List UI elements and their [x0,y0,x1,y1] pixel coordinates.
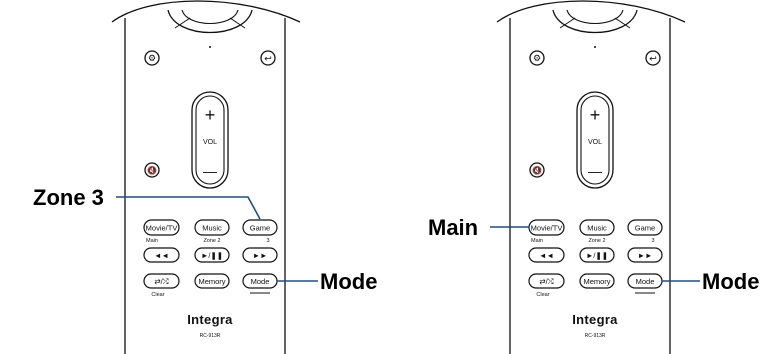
svg-text:◄◄: ◄◄ [539,251,554,260]
remote-body [509,18,671,354]
vol-minus-label: — [588,163,602,179]
game-button [627,219,663,236]
svg-text:Clear: Clear [151,292,164,298]
return-button [645,50,661,66]
next-button [627,247,663,263]
svg-text:►/❚❚: ►/❚❚ [201,251,223,260]
svg-text:Memory: Memory [198,277,225,286]
callout-mode-right: Mode [702,269,760,294]
svg-text:Main: Main [531,238,543,244]
mute-button [529,162,545,178]
play-pause-button [579,247,615,263]
volume-rocker [580,95,610,185]
nav-wheel [552,9,638,34]
nav-wheel [167,9,253,34]
remote-body [124,18,286,354]
svg-text:Game: Game [250,224,270,233]
model-number: RC-913R [585,333,606,339]
prev-button [143,247,180,263]
svg-text:3: 3 [651,238,654,244]
svg-text:⚙: ⚙ [533,53,541,63]
svg-text:Music: Music [587,224,607,233]
next-button [242,247,278,263]
setup-button [144,50,160,66]
play-pause-button [194,247,230,263]
vol-plus-label: + [590,105,601,125]
svg-text:⚙: ⚙ [148,53,156,63]
volume-rocker [195,95,225,185]
brand-logo: Integra [572,312,618,327]
game-button [242,219,278,236]
memory-button [194,273,230,289]
zone3-leader-line [116,196,261,220]
svg-text:⇄/⤭: ⇄/⤭ [539,277,554,286]
prev-button [528,247,565,263]
svg-text:Zone 2: Zone 2 [203,238,220,244]
vol-plus-label: + [205,105,216,125]
remote-top-edge [111,0,301,23]
callout-zone3: Zone 3 [33,185,104,210]
svg-text:Memory: Memory [583,277,610,286]
svg-text:Game: Game [635,224,655,233]
svg-text:Clear: Clear [536,292,549,298]
svg-text:◄◄: ◄◄ [154,251,169,260]
music-button [579,219,615,236]
movie-tv-button [143,219,180,236]
svg-text:🔇: 🔇 [532,165,542,175]
callout-mode-left: Mode [320,269,378,294]
svg-text:🔇: 🔇 [147,165,157,175]
svg-text:►/❚❚: ►/❚❚ [586,251,608,260]
svg-text:⇄/⤭: ⇄/⤭ [154,277,169,286]
vol-label: VOL [203,139,217,146]
brand-logo: Integra [187,312,233,327]
setup-button [529,50,545,66]
svg-text:3: 3 [266,238,269,244]
memory-button [579,273,615,289]
svg-text:Mode: Mode [251,277,270,286]
svg-text:Movie/TV: Movie/TV [531,224,563,233]
music-button [194,219,230,236]
svg-text:Music: Music [202,224,222,233]
svg-text:Main: Main [146,238,158,244]
vol-minus-label: — [203,163,217,179]
svg-text:Zone 2: Zone 2 [588,238,605,244]
svg-text:Movie/TV: Movie/TV [146,224,178,233]
svg-text:►►: ►► [253,251,268,260]
repeat-shuffle-button [528,273,565,289]
svg-text:↩: ↩ [649,54,657,64]
vol-label: VOL [588,139,602,146]
mute-button [144,162,160,178]
return-button [260,50,276,66]
svg-text:↩: ↩ [264,54,272,64]
svg-text:►►: ►► [638,251,653,260]
remote-top-edge [496,0,686,23]
svg-text:Mode: Mode [636,277,655,286]
repeat-shuffle-button [143,273,180,289]
callout-main: Main [428,215,479,240]
model-number: RC-913R [200,333,221,339]
